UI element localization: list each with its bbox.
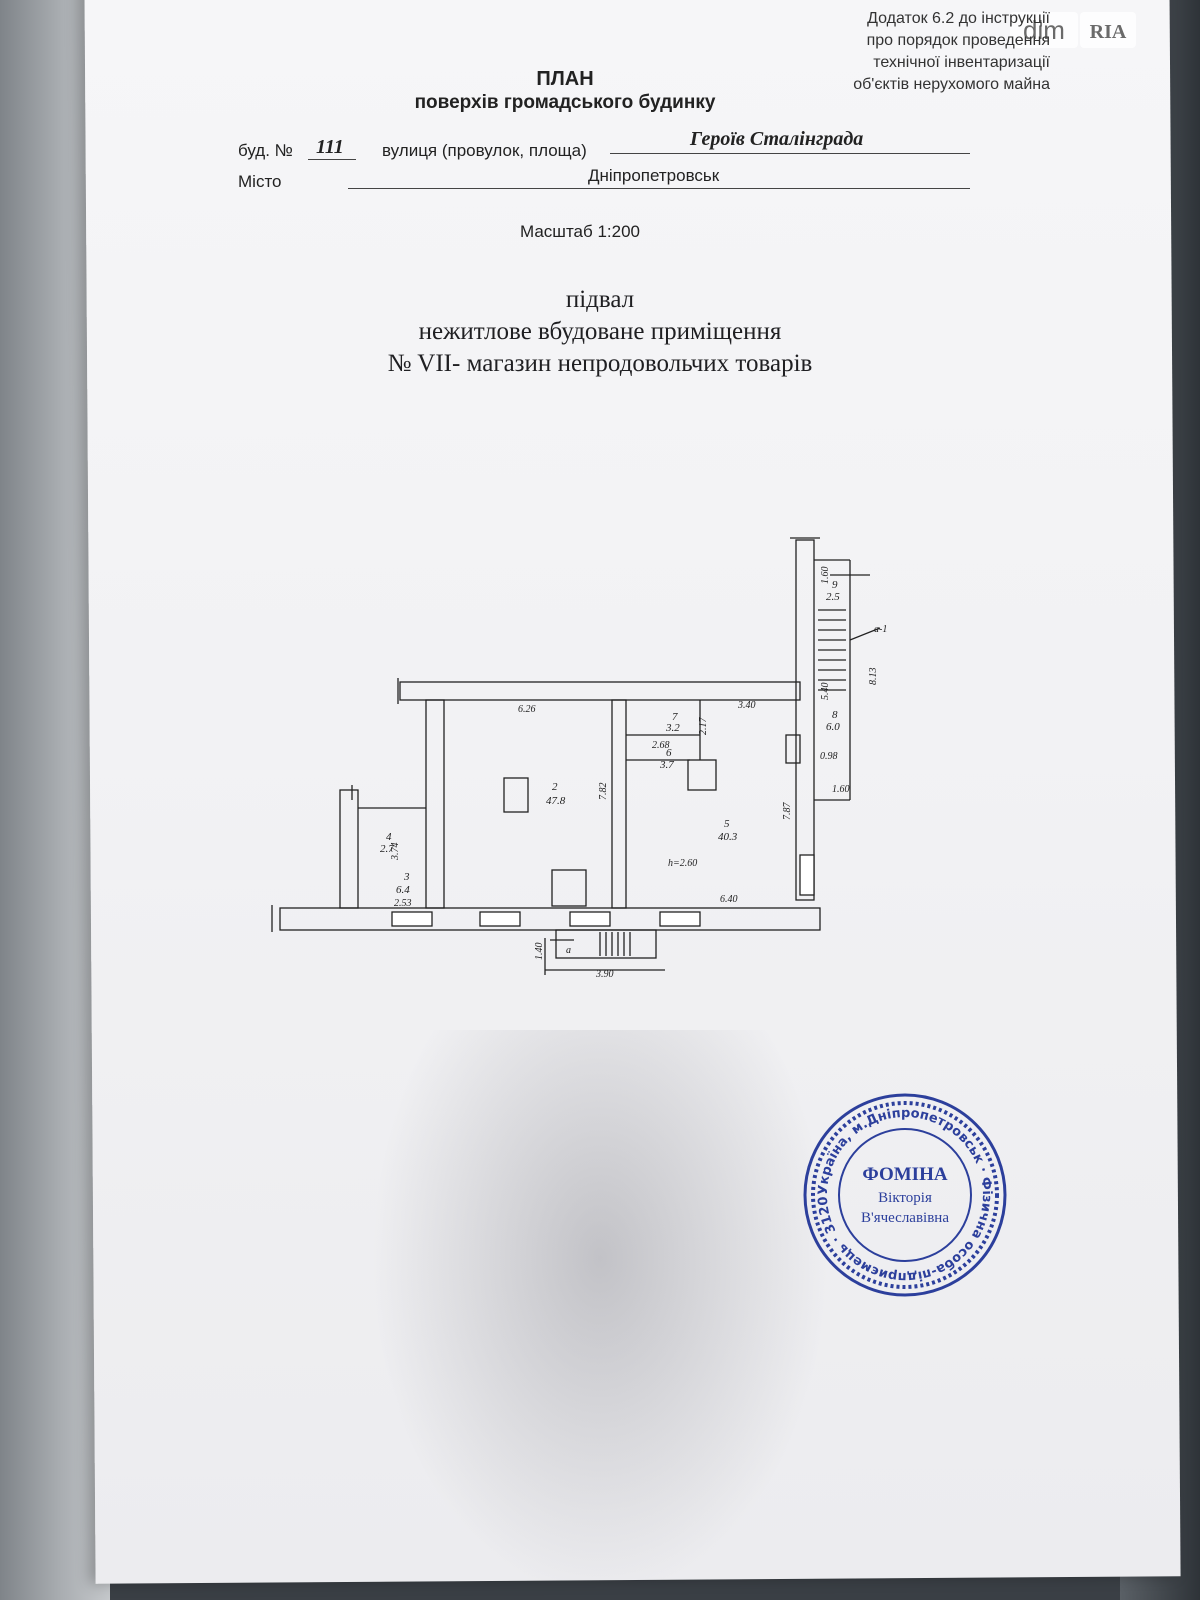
seal-surname: ФОМІНА bbox=[862, 1164, 947, 1185]
plan-window bbox=[479, 911, 521, 927]
dimension-label: 7.87 bbox=[782, 802, 793, 821]
dimension-label: 1.60 bbox=[820, 567, 831, 585]
room-number: 2 bbox=[552, 781, 558, 793]
dimension-label: 8.13 bbox=[868, 668, 879, 686]
plan-wall-east bbox=[795, 539, 815, 901]
room-area: 40.3 bbox=[718, 831, 738, 843]
room-number: 8 bbox=[832, 709, 838, 721]
room-area: 3.2 bbox=[665, 722, 680, 734]
plan-window bbox=[659, 911, 701, 927]
plan-column bbox=[687, 759, 717, 791]
premise-type: нежитлове вбудоване приміщення bbox=[418, 318, 782, 345]
plan-subtitle: поверхів громадського будинку bbox=[414, 92, 716, 113]
dimension-label: 7.82 bbox=[598, 783, 609, 801]
plan-wall-north bbox=[399, 681, 801, 701]
seal-ring-text: Україна, м.Дніпропетровськ · Фізична осо… bbox=[800, 1090, 994, 1284]
room-area: 6.4 bbox=[396, 884, 410, 896]
appendix-line: об'єктів нерухомого майна bbox=[853, 76, 1050, 93]
appendix-line: про порядок проведення bbox=[866, 32, 1050, 49]
premise-use: № VII- магазин непродовольчих товарів bbox=[387, 350, 813, 377]
scale-label: Масштаб 1:200 bbox=[520, 222, 640, 241]
room-number: 9 bbox=[832, 579, 838, 591]
city-underline bbox=[348, 188, 970, 189]
floor-plan-drawing: 2 47.8 3 6.4 4 2.7 5 40.3 6 3.7 7 3.2 8 … bbox=[271, 537, 887, 980]
plan-stair-inner bbox=[551, 869, 587, 907]
room-number: 7 bbox=[672, 711, 678, 723]
dimension-label: 6.26 bbox=[518, 704, 536, 715]
plan-window bbox=[391, 911, 433, 927]
plan-window bbox=[569, 911, 611, 927]
room-area: 6.0 bbox=[826, 721, 840, 733]
plan-wall-south bbox=[279, 907, 821, 931]
room-number: 3 bbox=[403, 871, 410, 883]
dimension-label: 3.74 bbox=[390, 843, 401, 862]
plan-title: ПЛАН bbox=[536, 68, 594, 90]
appendix-note: Додаток 6.2 до інструкції про порядок пр… bbox=[853, 8, 1050, 96]
room-number: 6 bbox=[666, 747, 672, 759]
ria-watermark-logo: RIA bbox=[1080, 12, 1136, 48]
plan-wall-room2-west bbox=[425, 699, 445, 909]
building-number: 111 bbox=[316, 136, 344, 158]
dimension-label: 5.40 bbox=[820, 683, 831, 701]
entrance-label: a bbox=[566, 945, 571, 956]
dimension-label: 1.40 bbox=[534, 943, 545, 961]
seal-first-name: Вікторія bbox=[878, 1190, 932, 1206]
room-area: 47.8 bbox=[546, 795, 566, 807]
plan-column-room2 bbox=[503, 777, 529, 813]
plan-window bbox=[799, 854, 815, 896]
dimension-label: 2.68 bbox=[652, 740, 670, 751]
ceiling-height: h=2.60 bbox=[668, 858, 697, 869]
dimension-label: 1.60 bbox=[832, 784, 850, 795]
room-area: 2.7 bbox=[380, 843, 394, 855]
appendix-line: технічної інвентаризації bbox=[873, 54, 1050, 71]
plan-wall-room2-east bbox=[611, 699, 627, 909]
room-number: 5 bbox=[724, 818, 730, 830]
street-underline bbox=[610, 153, 970, 154]
dim-watermark-logo: dim bbox=[1010, 12, 1078, 48]
dimension-label: 6.40 bbox=[720, 894, 738, 905]
room-area: 3.7 bbox=[659, 759, 674, 771]
plan-entrance-stairs bbox=[555, 929, 657, 959]
dimension-label: 3.40 bbox=[737, 700, 756, 711]
dimension-label: 2.53 bbox=[394, 898, 412, 909]
street-value: Героїв Сталінграда bbox=[690, 128, 864, 150]
building-label: буд. № bbox=[238, 141, 293, 160]
seal-patronymic: В'ячеславівна bbox=[861, 1210, 949, 1226]
dimension-label: 2.17 bbox=[698, 717, 709, 736]
room-area: 2.5 bbox=[826, 591, 840, 603]
floor-name: підвал bbox=[565, 286, 635, 313]
room-number: 4 bbox=[386, 831, 392, 843]
svg-text:Україна, м.Дніпропетровськ · Ф: Україна, м.Дніпропетровськ · Фізична осо… bbox=[800, 1090, 994, 1284]
city-label: Місто bbox=[238, 172, 282, 191]
dimension-label: 0.98 bbox=[820, 751, 838, 762]
dimension-label: 3.90 bbox=[595, 969, 614, 980]
annex-label: a-1 bbox=[874, 624, 887, 635]
appendix-line: Додаток 6.2 до інструкції bbox=[867, 10, 1050, 27]
plan-door bbox=[785, 734, 801, 764]
city-value: Дніпропетровськ bbox=[588, 166, 720, 185]
official-seal: Україна, м.Дніпропетровськ · Фізична осо… bbox=[800, 1090, 1007, 1297]
building-number-underline bbox=[308, 159, 356, 160]
street-label: вулиця (провулок, площа) bbox=[382, 141, 587, 160]
plan-wall-west-annex bbox=[339, 789, 359, 909]
hand-shadow bbox=[370, 1030, 830, 1600]
